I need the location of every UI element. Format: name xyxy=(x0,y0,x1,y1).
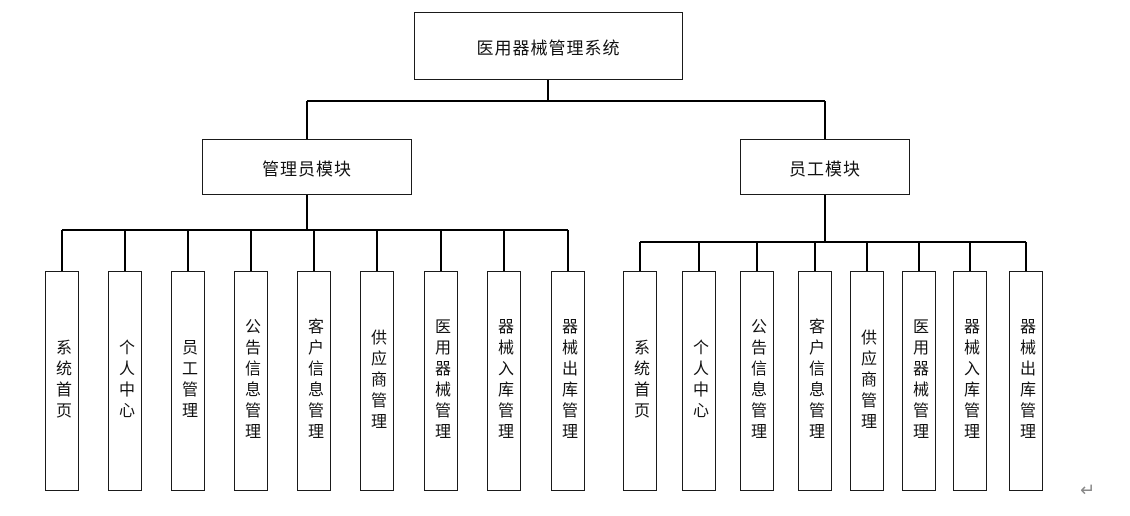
root-node: 医用器械管理系统 xyxy=(414,12,683,80)
admin-child-label: 器械入库管理 xyxy=(495,318,514,444)
staff-child-node: 公告信息管理 xyxy=(740,271,774,491)
admin-child-label: 客户信息管理 xyxy=(305,318,324,444)
staff-child-node: 医用器械管理 xyxy=(902,271,936,491)
staff-child-label: 个人中心 xyxy=(690,339,709,423)
admin-module-node: 管理员模块 xyxy=(202,139,412,195)
staff-child-label: 公告信息管理 xyxy=(748,318,767,444)
staff-child-label: 器械出库管理 xyxy=(1017,318,1036,444)
staff-child-label: 供应商管理 xyxy=(858,328,877,434)
admin-child-label: 个人中心 xyxy=(116,339,135,423)
admin-child-label: 供应商管理 xyxy=(368,328,387,434)
staff-child-label: 器械入库管理 xyxy=(961,318,980,444)
admin-child-node: 供应商管理 xyxy=(360,271,394,491)
root-node-label: 医用器械管理系统 xyxy=(476,38,621,59)
admin-child-node: 系统首页 xyxy=(45,271,79,491)
admin-child-node: 员工管理 xyxy=(171,271,205,491)
admin-module-label: 管理员模块 xyxy=(262,159,352,180)
staff-module-node: 员工模块 xyxy=(740,139,910,195)
staff-child-node: 个人中心 xyxy=(682,271,716,491)
staff-child-node: 器械入库管理 xyxy=(953,271,987,491)
admin-child-node: 公告信息管理 xyxy=(234,271,268,491)
admin-child-label: 医用器械管理 xyxy=(432,318,451,444)
admin-child-node: 客户信息管理 xyxy=(297,271,331,491)
staff-child-label: 系统首页 xyxy=(631,339,650,423)
staff-child-node: 供应商管理 xyxy=(850,271,884,491)
staff-module-label: 员工模块 xyxy=(789,159,861,180)
staff-child-label: 客户信息管理 xyxy=(806,318,825,444)
admin-child-label: 系统首页 xyxy=(53,339,72,423)
staff-child-node: 器械出库管理 xyxy=(1009,271,1043,491)
admin-child-label: 公告信息管理 xyxy=(242,318,261,444)
admin-child-label: 员工管理 xyxy=(179,339,198,423)
admin-child-node: 器械出库管理 xyxy=(551,271,585,491)
paragraph-mark-icon: ↵ xyxy=(1080,480,1096,501)
admin-child-node: 器械入库管理 xyxy=(487,271,521,491)
admin-child-node: 个人中心 xyxy=(108,271,142,491)
staff-child-node: 系统首页 xyxy=(623,271,657,491)
admin-child-label: 器械出库管理 xyxy=(559,318,578,444)
staff-child-label: 医用器械管理 xyxy=(910,318,929,444)
staff-child-node: 客户信息管理 xyxy=(798,271,832,491)
admin-child-node: 医用器械管理 xyxy=(424,271,458,491)
